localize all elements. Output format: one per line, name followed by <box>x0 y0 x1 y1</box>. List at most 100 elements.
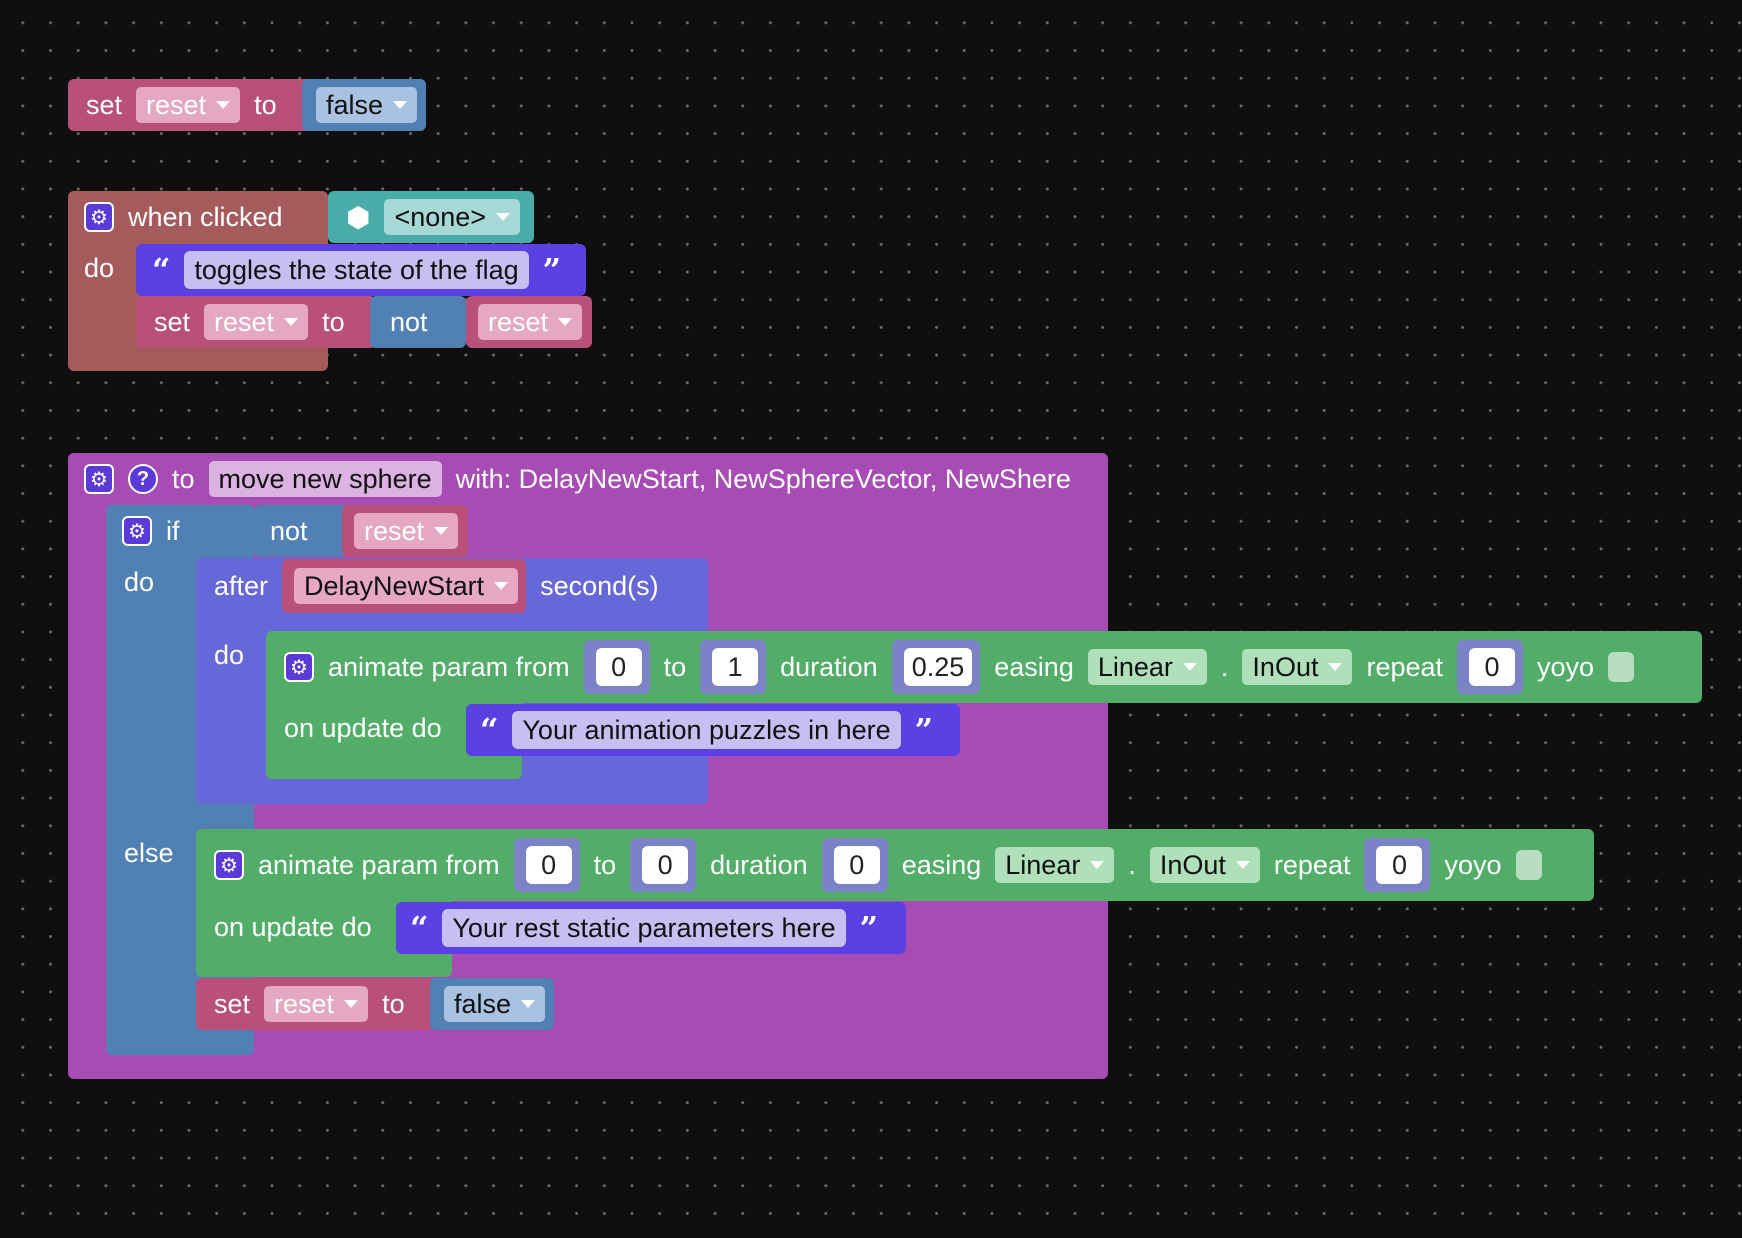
comment-text[interactable]: Your animation puzzles in here <box>512 711 901 749</box>
inout-dropdown[interactable]: InOut <box>1149 847 1260 883</box>
to-field[interactable]: 0 <box>642 846 689 884</box>
gear-icon[interactable]: ⚙ <box>84 464 114 494</box>
repeat-value-block[interactable]: 0 <box>1364 838 1431 892</box>
yoyo-checkbox[interactable] <box>1608 652 1635 682</box>
from-field[interactable]: 0 <box>595 648 642 686</box>
boolean-dropdown[interactable]: false <box>316 87 418 123</box>
gear-icon[interactable]: ⚙ <box>214 850 244 880</box>
on-update-label: on update do <box>214 912 372 942</box>
from-value-block[interactable]: 0 <box>583 640 650 694</box>
boolean-dropdown[interactable]: false <box>444 986 546 1022</box>
variable-dropdown[interactable]: reset <box>136 87 241 123</box>
variable-dropdown[interactable]: reset <box>204 304 309 340</box>
to-value-block[interactable]: 0 <box>630 838 697 892</box>
animate-label: animate param from <box>258 849 500 880</box>
inout-dropdown[interactable]: InOut <box>1242 649 1353 685</box>
comment-text[interactable]: toggles the state of the flag <box>184 251 529 289</box>
yoyo-label: yoyo <box>1537 651 1595 682</box>
easing-label: easing <box>994 651 1074 682</box>
object-dropdown[interactable]: <none> <box>384 199 521 235</box>
easing-dropdown[interactable]: Linear <box>995 847 1115 883</box>
variable-dropdown[interactable]: reset <box>264 986 369 1022</box>
gear-icon[interactable]: ⚙ <box>122 516 152 546</box>
duration-value-block[interactable]: 0.25 <box>891 640 981 694</box>
to-label: to <box>322 306 345 337</box>
to-label: to <box>663 651 687 682</box>
open-quote-icon: “ <box>152 251 171 289</box>
chevron-down-icon <box>1328 663 1343 671</box>
procedure-header[interactable]: ⚙ ? to move new sphere with: DelayNewSta… <box>68 453 1108 505</box>
to-label: to <box>382 988 405 1019</box>
yoyo-checkbox[interactable] <box>1515 850 1542 880</box>
to-label: to <box>593 849 617 880</box>
if-label: if <box>166 515 180 546</box>
help-icon[interactable]: ? <box>128 464 158 494</box>
variable-dropdown[interactable]: reset <box>478 304 583 340</box>
object-block[interactable]: ⬢ <none> <box>328 191 534 243</box>
delay-variable-block[interactable]: DelayNewStart <box>282 559 527 613</box>
after-header[interactable]: after DelayNewStart second(s) <box>196 558 708 614</box>
chevron-down-icon <box>496 213 511 221</box>
animate-label: animate param from <box>328 651 570 682</box>
comment-block[interactable]: “ Your rest static parameters here ” <box>396 902 906 954</box>
do-label: do <box>214 640 245 670</box>
close-quote-icon: ” <box>542 251 562 289</box>
chevron-down-icon <box>344 1000 359 1008</box>
not-label: not <box>390 306 428 337</box>
boolean-block[interactable]: false <box>430 978 554 1030</box>
to-value-block[interactable]: 1 <box>700 640 767 694</box>
seconds-label: second(s) <box>540 570 659 601</box>
repeat-value-block[interactable]: 0 <box>1457 640 1524 694</box>
from-value-block[interactable]: 0 <box>513 838 580 892</box>
comment-block[interactable]: “ Your animation puzzles in here ” <box>466 704 960 756</box>
comment-text[interactable]: Your rest static parameters here <box>442 909 846 947</box>
else-label: else <box>124 838 174 868</box>
do-label: do <box>124 567 155 597</box>
chevron-down-icon <box>216 101 231 109</box>
duration-field[interactable]: 0.25 <box>903 648 973 686</box>
variable-get-block[interactable]: reset <box>342 505 468 557</box>
repeat-field[interactable]: 0 <box>1469 648 1516 686</box>
when-clicked-label: when clicked <box>128 201 283 232</box>
set-variable-block[interactable]: set reset to <box>136 296 376 348</box>
gear-icon[interactable]: ⚙ <box>284 652 314 682</box>
variable-get-block[interactable]: reset <box>466 296 592 348</box>
not-block[interactable]: not <box>370 296 466 348</box>
gear-icon[interactable]: ⚙ <box>84 202 114 232</box>
do-label: do <box>84 253 115 283</box>
procedure-name-field[interactable]: move new sphere <box>208 461 442 497</box>
on-update-label: on update do <box>284 713 442 743</box>
boolean-block[interactable]: false <box>302 79 426 131</box>
repeat-label: repeat <box>1366 651 1444 682</box>
repeat-field[interactable]: 0 <box>1376 846 1423 884</box>
to-field[interactable]: 1 <box>712 648 759 686</box>
animate-header[interactable]: ⚙ animate param from 0 to 0 duration 0 e… <box>196 829 1594 901</box>
when-clicked-header[interactable]: ⚙ when clicked <box>68 191 328 243</box>
chevron-down-icon <box>284 318 299 326</box>
procedure-params: with: DelayNewStart, NewSphereVector, Ne… <box>455 463 1071 494</box>
from-field[interactable]: 0 <box>525 846 572 884</box>
easing-dropdown[interactable]: Linear <box>1087 649 1207 685</box>
variable-dropdown[interactable]: DelayNewStart <box>294 568 519 604</box>
after-label: after <box>214 570 269 601</box>
animate-header[interactable]: ⚙ animate param from 0 to 1 duration 0.2… <box>266 631 1702 703</box>
chevron-down-icon <box>521 1000 536 1008</box>
chevron-down-icon <box>434 527 449 535</box>
easing-label: easing <box>901 849 982 880</box>
variable-dropdown[interactable]: reset <box>354 513 459 549</box>
close-quote-icon: ” <box>859 909 878 947</box>
dot-label: . <box>1128 849 1136 880</box>
yoyo-label: yoyo <box>1444 849 1502 880</box>
if-header[interactable]: ⚙ if <box>106 505 254 557</box>
set-variable-block[interactable]: set reset to <box>196 978 434 1030</box>
chevron-down-icon <box>1235 861 1250 869</box>
duration-field[interactable]: 0 <box>833 846 880 884</box>
not-block[interactable]: not <box>254 505 350 557</box>
chevron-down-icon <box>558 318 573 326</box>
to-label: to <box>172 463 195 494</box>
comment-block[interactable]: “ toggles the state of the flag ” <box>136 244 586 296</box>
duration-value-block[interactable]: 0 <box>821 838 888 892</box>
chevron-down-icon <box>1090 861 1105 869</box>
repeat-label: repeat <box>1273 849 1351 880</box>
